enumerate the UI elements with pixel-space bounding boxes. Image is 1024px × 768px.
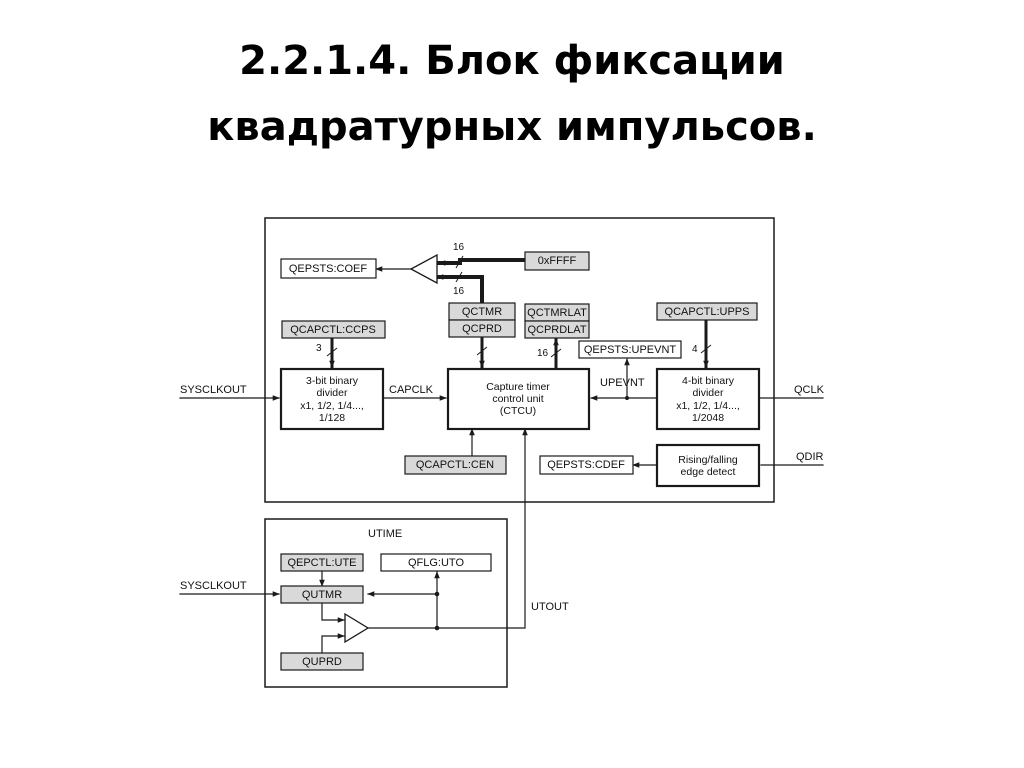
svg-text:control unit: control unit bbox=[492, 393, 543, 405]
svg-text:QCPRDLAT: QCPRDLAT bbox=[527, 324, 586, 336]
svg-text:QEPSTS:UPEVNT: QEPSTS:UPEVNT bbox=[584, 344, 677, 356]
label-sysclkout-top: SYSCLKOUT bbox=[180, 384, 247, 396]
label-upevnt: UPEVNT bbox=[600, 377, 645, 389]
bus-width-comparator-top: 16 bbox=[453, 242, 465, 253]
register-qflg-uto: QFLG:UTO bbox=[380, 553, 492, 572]
register-qepctl-ute: QEPCTL:UTE bbox=[280, 553, 364, 572]
capture-unit-frame bbox=[264, 217, 775, 503]
label-capclk: CAPCLK bbox=[389, 384, 434, 396]
label-qdir: QDIR bbox=[796, 451, 824, 463]
junction-dot-utout bbox=[434, 625, 440, 631]
svg-text:divider: divider bbox=[317, 387, 348, 399]
svg-text:x1, 1/2, 1/4...,: x1, 1/2, 1/4..., bbox=[676, 400, 740, 412]
svg-text:(CTCU): (CTCU) bbox=[500, 405, 536, 417]
bus-slash-qctmr bbox=[455, 271, 463, 283]
register-qcprd: QCPRD bbox=[448, 319, 516, 338]
bus-slash-ffff bbox=[455, 255, 464, 269]
utime-frame bbox=[264, 518, 508, 688]
register-0xffff: 0xFFFF bbox=[524, 251, 590, 271]
label-qclk: QCLK bbox=[794, 384, 825, 396]
bus-slash-qcprd bbox=[476, 346, 488, 356]
svg-text:QEPSTS:CDEF: QEPSTS:CDEF bbox=[547, 459, 625, 471]
wire-qctmr-to-comparator bbox=[435, 274, 484, 306]
label-utout: UTOUT bbox=[531, 601, 569, 613]
block-ctcu: Capture timer control unit (CTCU) bbox=[446, 367, 591, 431]
svg-text:QCTMR: QCTMR bbox=[462, 306, 502, 318]
svg-text:QCTMRLAT: QCTMRLAT bbox=[527, 307, 587, 319]
register-quprd: QUPRD bbox=[280, 652, 364, 671]
block-4bit-divider: 4-bit binary divider x1, 1/2, 1/4..., 1/… bbox=[655, 367, 761, 431]
junction-dot-qflg bbox=[434, 591, 440, 597]
bus-slash-lat bbox=[550, 348, 562, 358]
label-utime: UTIME bbox=[368, 528, 402, 540]
label-sysclkout-bottom: SYSCLKOUT bbox=[180, 580, 247, 592]
register-qctmr: QCTMR bbox=[448, 302, 516, 321]
svg-text:x1, 1/2, 1/4...,: x1, 1/2, 1/4..., bbox=[300, 400, 364, 412]
bus-width-comparator-bottom: 16 bbox=[453, 286, 465, 297]
svg-text:1/128: 1/128 bbox=[319, 412, 345, 424]
svg-text:divider: divider bbox=[693, 387, 724, 399]
svg-text:QUTMR: QUTMR bbox=[302, 589, 342, 601]
register-qcapctl-upps: QCAPCTL:UPPS bbox=[656, 302, 758, 321]
svg-text:QEPCTL:UTE: QEPCTL:UTE bbox=[287, 557, 356, 569]
svg-text:QCAPCTL:CEN: QCAPCTL:CEN bbox=[416, 459, 494, 471]
slide-title: 2.2.1.4. Блок фиксации квадратурных импу… bbox=[0, 28, 1024, 160]
register-qctmrlat: QCTMRLAT bbox=[524, 303, 590, 322]
wire-utout-to-ctcu bbox=[367, 428, 528, 629]
register-qcapctl-ccps: QCAPCTL:CCPS bbox=[281, 320, 386, 339]
bus-width-upps: 4 bbox=[692, 344, 698, 355]
svg-text:edge detect: edge detect bbox=[681, 466, 736, 478]
register-qepsts-upevnt: QEPSTS:UPEVNT bbox=[578, 340, 682, 359]
top-comparator-triangle bbox=[409, 253, 438, 285]
bottom-comparator-triangle bbox=[344, 612, 370, 644]
bus-slash-ccps bbox=[326, 347, 338, 357]
svg-text:Rising/falling: Rising/falling bbox=[678, 454, 738, 466]
svg-text:QCPRD: QCPRD bbox=[462, 323, 502, 335]
wire-reset-to-qutmr bbox=[367, 591, 438, 629]
register-qepsts-cdef: QEPSTS:CDEF bbox=[539, 455, 634, 475]
bus-width-lat: 16 bbox=[537, 348, 549, 359]
svg-text:0xFFFF: 0xFFFF bbox=[538, 255, 577, 267]
svg-text:Capture timer: Capture timer bbox=[486, 381, 550, 393]
slide-title-line-2: квадратурных импульсов. bbox=[207, 104, 817, 150]
wire-quprd-to-comparator bbox=[321, 633, 345, 654]
svg-text:QFLG:UTO: QFLG:UTO bbox=[408, 557, 464, 569]
slide-title-line-1: 2.2.1.4. Блок фиксации bbox=[239, 38, 785, 84]
block-edge-detect: Rising/falling edge detect bbox=[655, 443, 761, 488]
register-qepsts-coef: QEPSTS:COEF bbox=[280, 258, 377, 279]
register-qcprdlat: QCPRDLAT bbox=[524, 320, 590, 339]
svg-text:QCAPCTL:UPPS: QCAPCTL:UPPS bbox=[665, 306, 750, 318]
block-3bit-divider: 3-bit binary divider x1, 1/2, 1/4..., 1/… bbox=[279, 367, 385, 431]
register-qutmr: QUTMR bbox=[280, 585, 364, 604]
svg-text:QCAPCTL:CCPS: QCAPCTL:CCPS bbox=[290, 324, 376, 336]
svg-text:4-bit binary: 4-bit binary bbox=[682, 375, 735, 387]
wire-ffff-to-comparator bbox=[437, 258, 527, 266]
wire-qutmr-to-comparator bbox=[321, 601, 345, 623]
svg-text:QEPSTS:COEF: QEPSTS:COEF bbox=[289, 263, 368, 275]
register-qcapctl-cen: QCAPCTL:CEN bbox=[404, 455, 507, 475]
bus-width-ccps: 3 bbox=[316, 343, 322, 354]
svg-text:QUPRD: QUPRD bbox=[302, 656, 342, 668]
svg-text:1/2048: 1/2048 bbox=[692, 412, 724, 424]
svg-text:3-bit binary: 3-bit binary bbox=[306, 375, 359, 387]
junction-dot-upevnt bbox=[625, 396, 629, 400]
bus-slash-upps bbox=[700, 344, 712, 354]
